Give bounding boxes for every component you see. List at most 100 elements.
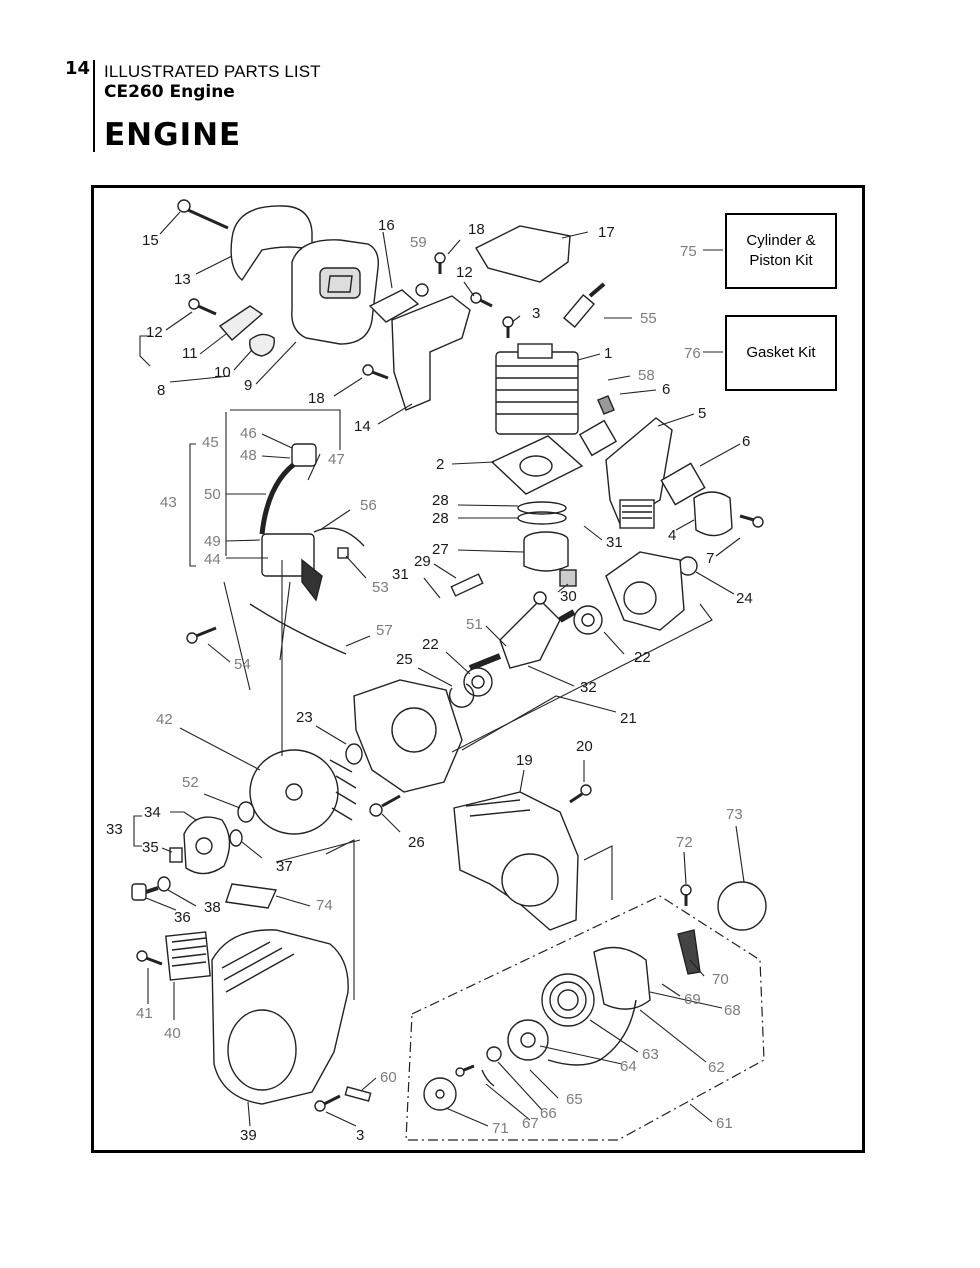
screw-12a [188,298,217,316]
callout-19: 19 [516,752,533,769]
callout-24: 24 [736,590,753,607]
rope-65 [547,999,637,1066]
screw-3a [502,316,514,338]
callout-42: 42 [156,711,173,728]
bearing-22b [573,605,603,635]
gasket-6b [660,462,706,506]
grille-40 [165,931,211,981]
screw-72 [680,884,692,906]
callout-33: 33 [106,821,123,838]
bearing-30 [559,569,577,587]
callout-41: 41 [136,1005,153,1022]
callout-1: 1 [604,345,612,362]
boot-46 [291,443,317,467]
page-number: 14 [64,58,90,79]
screw-3b [314,1094,341,1112]
wire-57 [249,603,347,655]
callout-30: 30 [560,588,577,605]
screw-12b [470,292,493,308]
page-heading: ENGINE [104,117,242,153]
cylinder-1 [495,343,579,435]
model-title: CE260 Engine [104,82,235,102]
callout-49: 49 [204,533,221,550]
callout-74: 74 [316,897,333,914]
adapter-4 [693,491,733,537]
nut-59 [415,283,429,297]
insulator-5 [605,417,673,526]
callout-22: 22 [422,636,439,653]
callout-28: 28 [432,510,449,527]
callout-31: 31 [392,566,409,583]
callout-20: 20 [576,738,593,755]
callout-3: 3 [356,1127,364,1144]
screw-15 [177,199,229,230]
bracket-10 [249,333,275,357]
callout-6: 6 [742,433,750,450]
piston-pin-29 [450,573,484,597]
callout-3: 3 [532,305,540,322]
callout-70: 70 [712,971,729,988]
callout-15: 15 [142,232,159,249]
kit-label-gasket: Gasket Kit [746,344,816,361]
recoil-spring-63 [541,973,595,1027]
crankcase-21 [353,679,463,793]
callout-6: 6 [662,381,670,398]
callout-40: 40 [164,1025,181,1042]
callout-43: 43 [160,494,177,511]
callout-35: 35 [142,839,159,856]
callout-73: 73 [726,806,743,823]
callout-47: 47 [328,451,345,468]
piston-27 [523,531,569,572]
callout-54: 54 [234,656,251,673]
callout-76: 76 [684,345,701,362]
fan-housing-19 [453,791,579,931]
nut-52 [237,801,255,823]
callout-58: 58 [638,367,655,384]
callout-12: 12 [146,324,163,341]
callout-72: 72 [676,834,693,851]
screw-54 [186,626,217,644]
bearing-22a [463,667,493,697]
callout-75: 75 [680,243,697,260]
callout-21: 21 [620,710,637,727]
label-74 [225,883,278,909]
callout-59: 59 [410,234,427,251]
screw-65 [455,1064,475,1077]
callout-38: 38 [204,899,221,916]
callout-7: 7 [706,550,714,567]
callout-34: 34 [144,804,161,821]
callout-10: 10 [214,364,231,381]
callout-63: 63 [642,1046,659,1063]
callout-22: 22 [634,649,651,666]
washer-38 [157,876,171,892]
callout-16: 16 [378,217,395,234]
washer-23 [345,743,363,765]
gasket-16 [368,289,420,323]
screw-18b [362,364,389,380]
spark-plug-55 [563,282,606,328]
terminal-53 [337,547,349,559]
ratchet-plate-71 [423,1077,457,1111]
callout-64: 64 [620,1058,637,1075]
bar-60 [344,1086,372,1102]
spring-35 [169,847,183,863]
callout-12: 12 [456,264,473,281]
cylinder-cover-17 [475,225,571,283]
spring-67 [481,1069,495,1087]
callout-56: 56 [360,497,377,514]
section-title: ILLUSTRATED PARTS LIST [104,62,321,81]
diagram-frame [91,185,865,1153]
muffler-cover-13 [230,205,313,282]
callout-18: 18 [308,390,325,407]
kit-box-gasket: Gasket Kit [725,315,837,391]
spark-plug-wire-50 [259,457,302,535]
callout-66: 66 [540,1105,557,1122]
callout-69: 69 [684,991,701,1008]
header-divider [93,60,95,152]
flywheel-42 [249,749,357,835]
callout-27: 27 [432,541,449,558]
muffler-9 [291,239,379,345]
crankshaft-32 [468,591,576,671]
callout-5: 5 [698,405,706,422]
callout-53: 53 [372,579,389,596]
